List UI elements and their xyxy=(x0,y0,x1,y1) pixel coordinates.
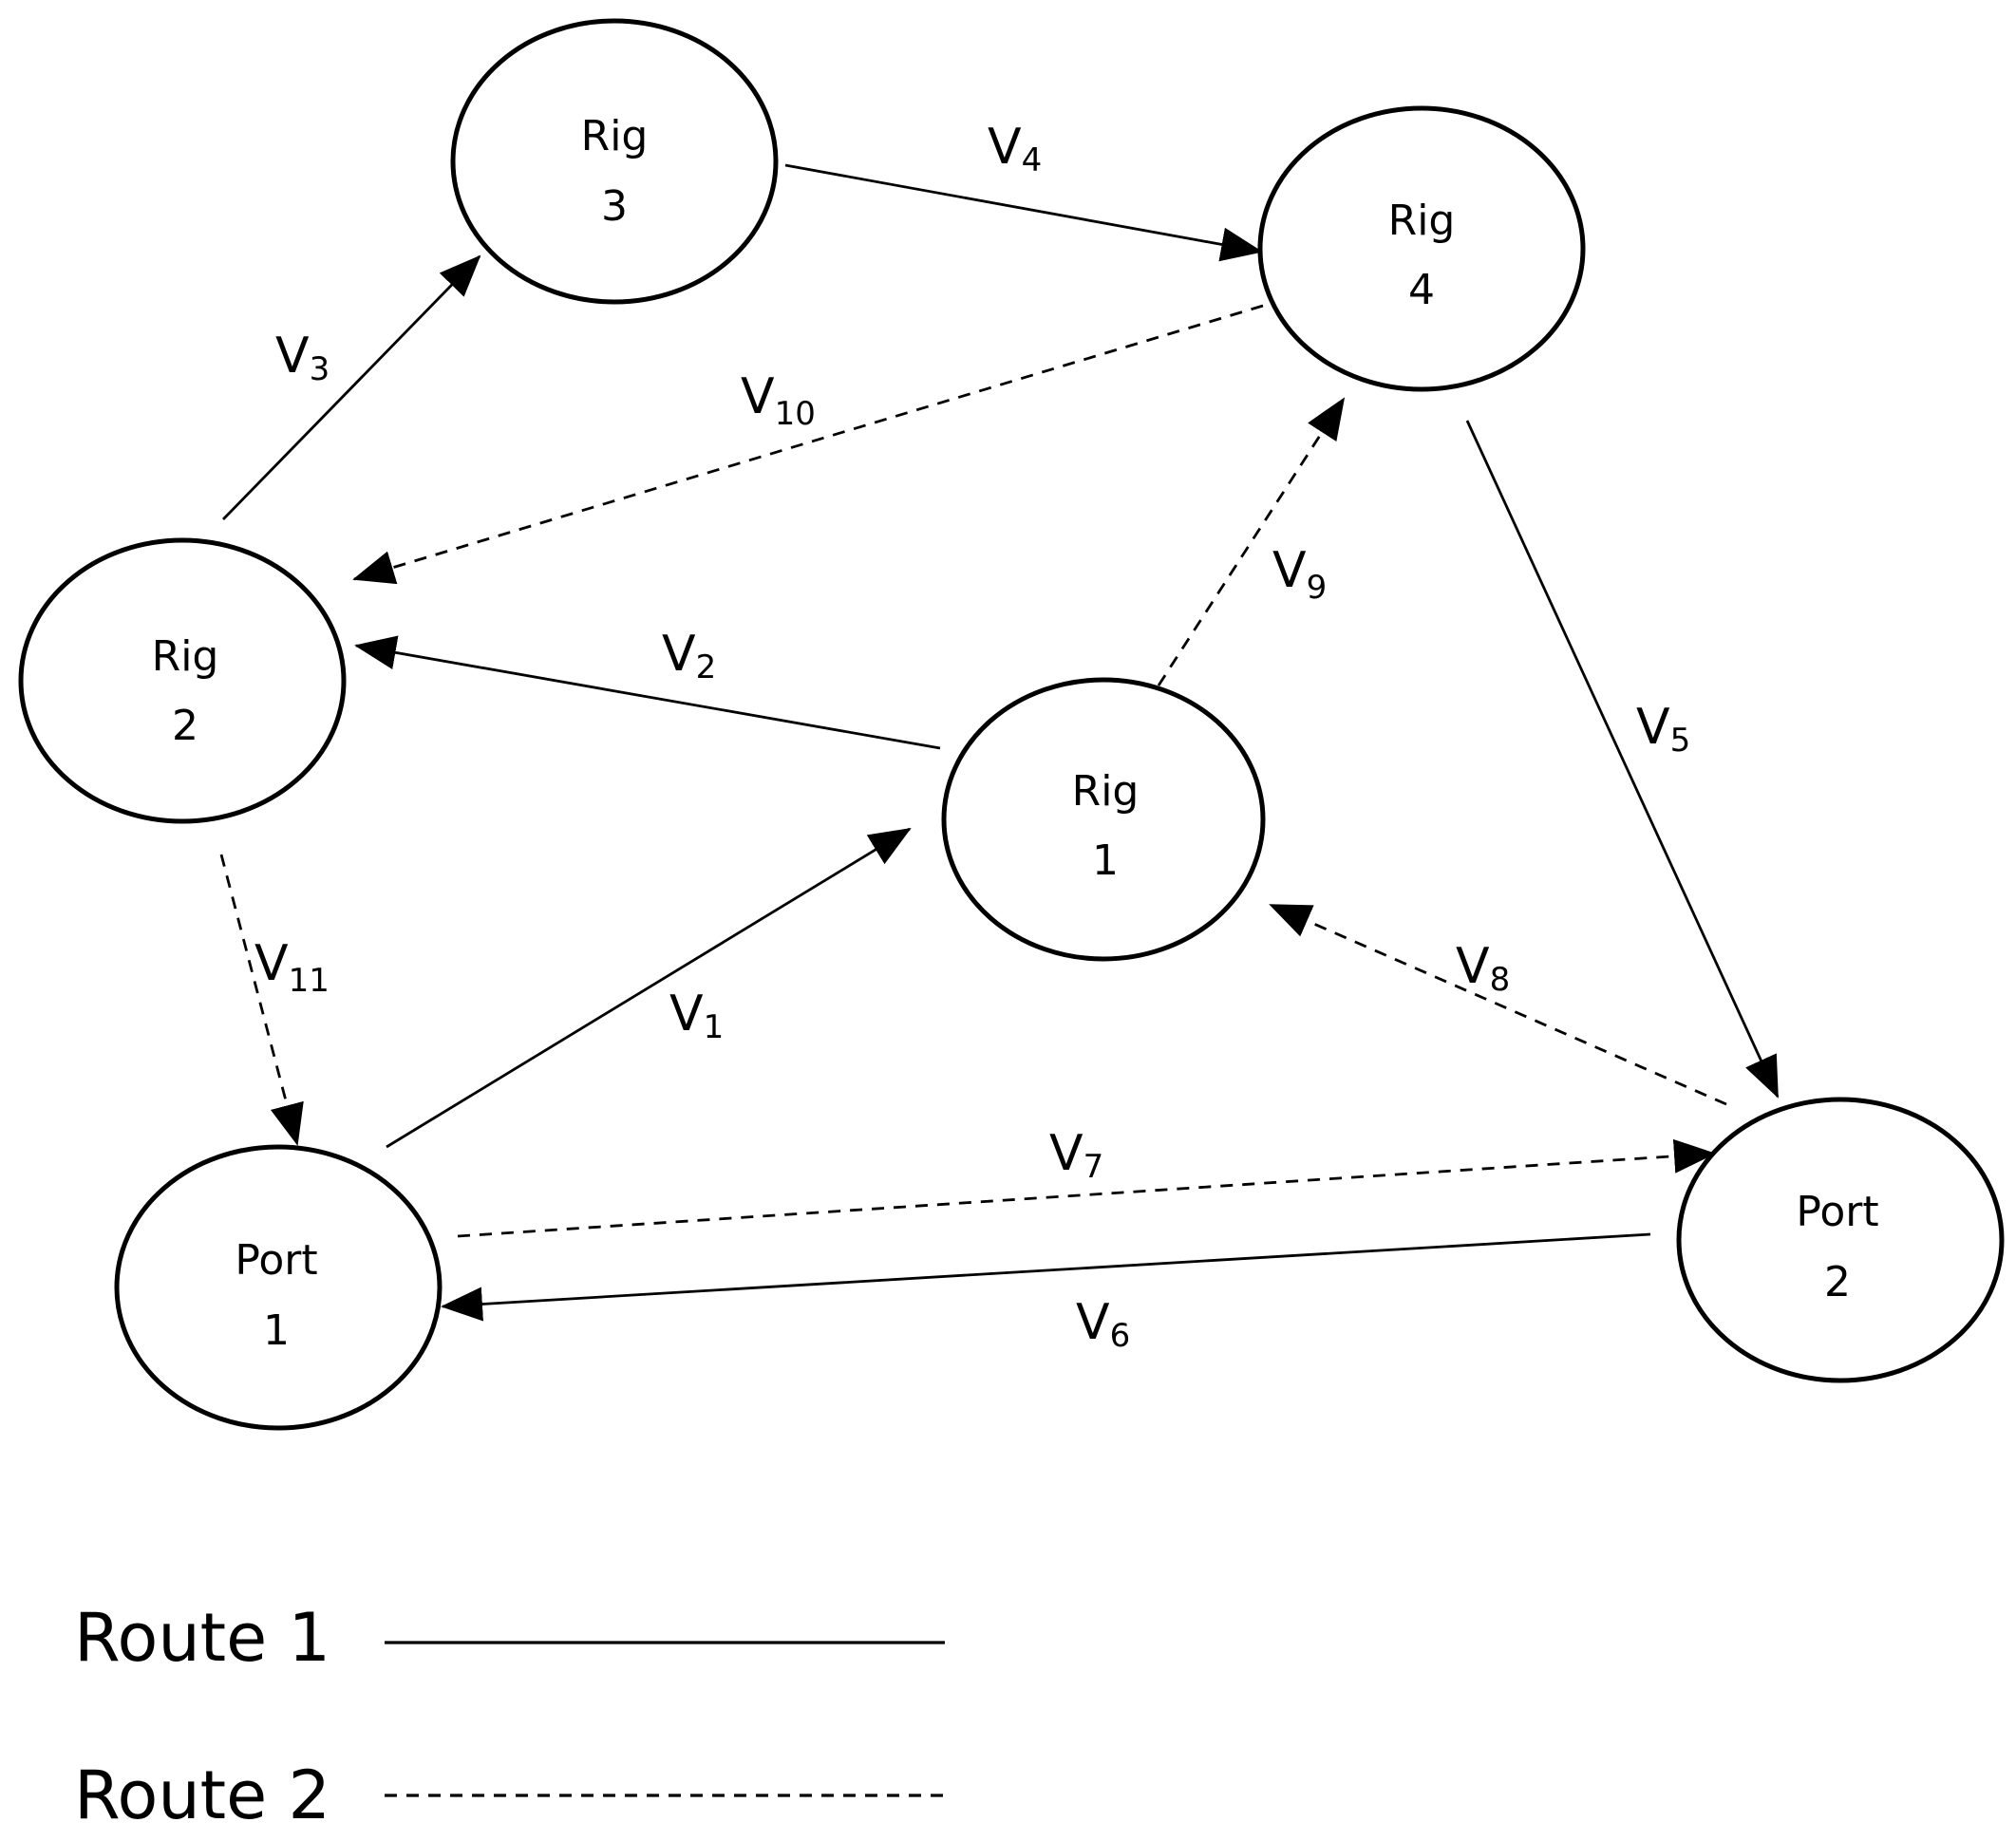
legend: Route 1 Route 2 xyxy=(74,1599,945,1834)
edge-v4 xyxy=(784,163,1263,262)
node-rig-4-line2: 4 xyxy=(1408,266,1435,314)
node-port-2-line2: 2 xyxy=(1824,1258,1851,1306)
node-rig-1: Rig 1 xyxy=(941,677,1266,962)
legend-label-route-2: Route 2 xyxy=(74,1756,330,1834)
node-rig-3: Rig 3 xyxy=(450,18,779,305)
edge-v2 xyxy=(354,635,941,750)
edge-label-v11: V11 xyxy=(254,935,330,1000)
edge-label-v7: V7 xyxy=(1049,1125,1103,1186)
edge-v3 xyxy=(221,254,481,520)
edge-label-v4: V4 xyxy=(988,119,1042,179)
edge-v6 xyxy=(441,1232,1651,1322)
node-port-1: Port 1 xyxy=(114,1144,443,1431)
edge-label-v3: V3 xyxy=(275,328,330,388)
legend-item-route-1: Route 1 xyxy=(74,1599,945,1677)
node-port-2-line1: Port xyxy=(1796,1188,1878,1236)
edge-v11 xyxy=(219,854,304,1146)
node-port-2: Port 2 xyxy=(1676,1097,2005,1383)
edge-label-v6: V6 xyxy=(1076,1294,1130,1355)
edge-v5 xyxy=(1465,420,1780,1099)
edge-label-v1: V1 xyxy=(669,986,724,1046)
edge-v8 xyxy=(1269,903,1727,1106)
edge-label-v9: V9 xyxy=(1272,542,1327,607)
node-port-1-line2: 1 xyxy=(263,1306,290,1355)
node-port-1-line1: Port xyxy=(235,1236,317,1285)
legend-label-route-1: Route 1 xyxy=(74,1599,330,1677)
edge-v9 xyxy=(1157,397,1346,686)
edge-label-v2: V2 xyxy=(662,626,716,686)
node-rig-3-line2: 3 xyxy=(601,182,628,231)
legend-item-route-2: Route 2 xyxy=(74,1756,945,1834)
node-rig-1-line2: 1 xyxy=(1092,836,1119,885)
node-rig-2: Rig 2 xyxy=(18,537,347,824)
node-rig-1-line1: Rig xyxy=(1072,767,1140,816)
edge-label-v5: V5 xyxy=(1636,699,1690,760)
node-rig-3-line1: Rig xyxy=(581,112,649,160)
node-rig-4: Rig 4 xyxy=(1257,105,1586,392)
node-rig-2-line1: Rig xyxy=(152,632,219,681)
node-rig-2-line2: 2 xyxy=(172,702,198,750)
edge-label-v8: V8 xyxy=(1456,938,1510,999)
edge-v1 xyxy=(386,827,912,1149)
node-rig-4-line1: Rig xyxy=(1388,197,1456,245)
edge-label-v10: V10 xyxy=(741,368,816,433)
edge-v10 xyxy=(352,304,1264,585)
edge-v7 xyxy=(457,1138,1716,1238)
